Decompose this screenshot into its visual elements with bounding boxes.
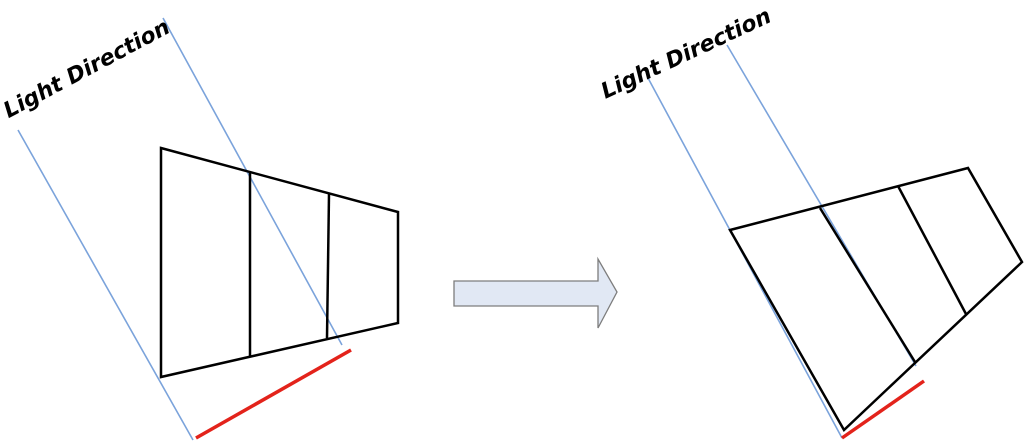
light-direction-label-right: Light Direction xyxy=(597,4,775,105)
trapezoid-shape-right xyxy=(728,166,1024,433)
transition-arrow xyxy=(453,256,618,329)
light-direction-label-left: Light Direction xyxy=(0,15,174,124)
shadow-segment-right xyxy=(841,379,925,440)
right-arrow-icon xyxy=(453,256,618,329)
light-ray-left-inner xyxy=(162,17,343,346)
shadow-segment-left xyxy=(195,348,352,440)
trapezoid-outline-right xyxy=(728,166,1024,433)
trapezoid-shape-left xyxy=(159,146,400,379)
panel-before: Light Direction xyxy=(0,15,400,441)
light-ray-left-outer xyxy=(17,129,194,441)
trapezoid-divider-left-2 xyxy=(325,193,331,339)
trapezoid-divider-right-1 xyxy=(818,207,917,363)
trapezoid-outline-left xyxy=(159,146,400,379)
trapezoid-divider-right-2 xyxy=(896,185,968,315)
panel-after: Light Direction xyxy=(597,4,1024,440)
